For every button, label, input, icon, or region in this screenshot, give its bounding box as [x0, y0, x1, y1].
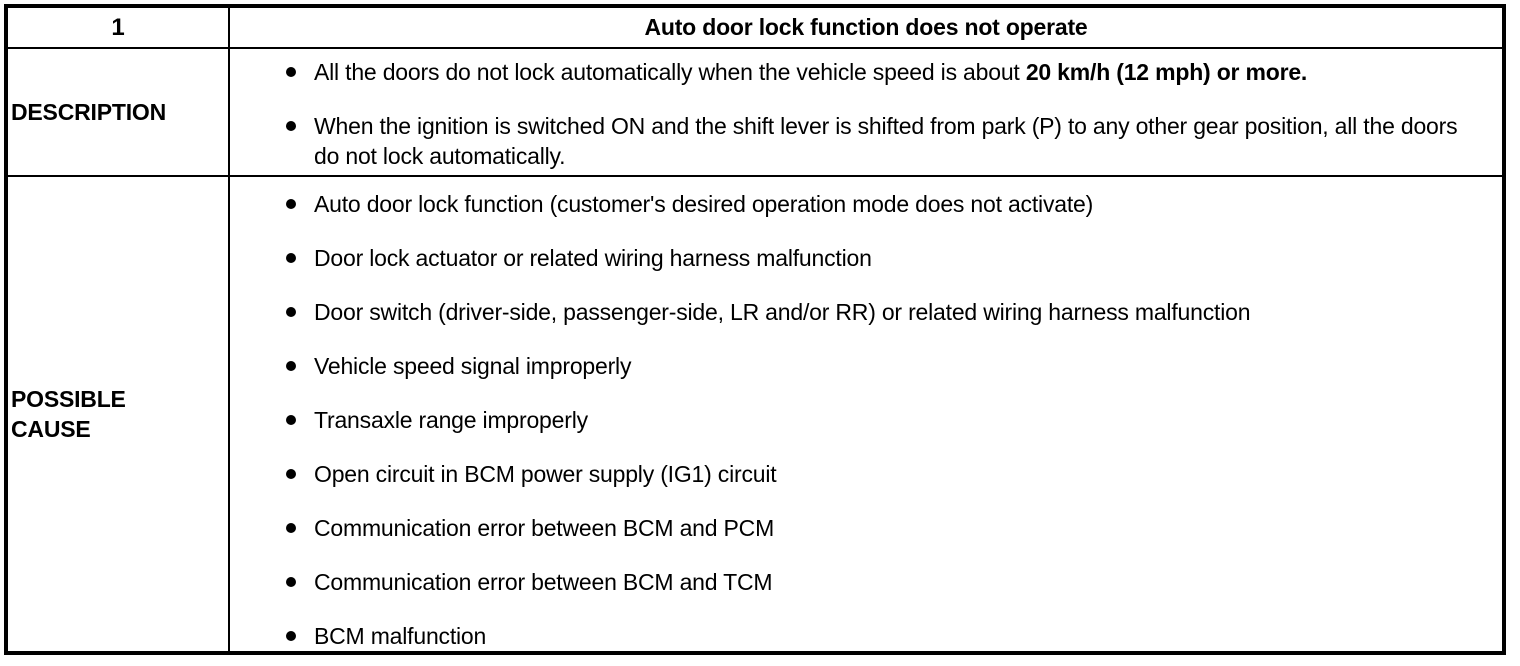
list-item: When the ignition is switched ON and the…	[286, 111, 1488, 171]
possible-cause-content-cell: Auto door lock function (customer's desi…	[230, 177, 1502, 651]
description-item-bold-text: 20 km/h (12 mph) or more.	[1025, 59, 1308, 85]
description-list: All the doors do not lock automatically …	[230, 57, 1488, 171]
issue-title-cell: Auto door lock function does not operate	[230, 8, 1502, 49]
bullet-icon	[286, 631, 296, 641]
list-item: Door lock actuator or related wiring har…	[286, 243, 1488, 273]
description-item-text: When the ignition is switched ON and the…	[314, 113, 1458, 169]
troubleshooting-table: 1 Auto door lock function does not opera…	[4, 4, 1506, 655]
cause-item-text: Door lock actuator or related wiring har…	[314, 245, 872, 271]
issue-number: 1	[111, 13, 125, 41]
bullet-icon	[286, 253, 296, 263]
bullet-icon	[286, 577, 296, 587]
cause-item-text: Communication error between BCM and PCM	[314, 515, 775, 541]
bullet-icon	[286, 469, 296, 479]
description-label-cell: DESCRIPTION	[8, 49, 230, 177]
cause-item-text: Communication error between BCM and TCM	[314, 569, 773, 595]
cause-item-text: Open circuit in BCM power supply (IG1) c…	[314, 461, 777, 487]
bullet-icon	[286, 199, 296, 209]
list-item: Communication error between BCM and PCM	[286, 513, 1488, 543]
cause-item-text: Auto door lock function (customer's desi…	[314, 191, 1094, 217]
cause-item-text: Transaxle range improperly	[314, 407, 588, 433]
bullet-icon	[286, 307, 296, 317]
possible-cause-label-cell: POSSIBLE CAUSE	[8, 177, 230, 651]
bullet-icon	[286, 361, 296, 371]
cause-item-text: Door switch (driver-side, passenger-side…	[314, 299, 1251, 325]
bullet-icon	[286, 523, 296, 533]
issue-number-cell: 1	[8, 8, 230, 49]
list-item: BCM malfunction	[286, 621, 1488, 651]
possible-cause-list: Auto door lock function (customer's desi…	[230, 189, 1488, 651]
cause-item-text: Vehicle speed signal improperly	[314, 353, 632, 379]
list-item: Transaxle range improperly	[286, 405, 1488, 435]
possible-cause-label-line2: CAUSE	[11, 416, 91, 442]
description-content-cell: All the doors do not lock automatically …	[230, 49, 1502, 177]
issue-title: Auto door lock function does not operate	[644, 14, 1088, 40]
cause-item-text: BCM malfunction	[314, 623, 487, 649]
list-item: Open circuit in BCM power supply (IG1) c…	[286, 459, 1488, 489]
list-item: All the doors do not lock automatically …	[286, 57, 1488, 87]
bullet-icon	[286, 415, 296, 425]
bullet-icon	[286, 67, 296, 77]
list-item: Vehicle speed signal improperly	[286, 351, 1488, 381]
bullet-icon	[286, 121, 296, 131]
list-item: Auto door lock function (customer's desi…	[286, 189, 1488, 219]
list-item: Communication error between BCM and TCM	[286, 567, 1488, 597]
possible-cause-label-line1: POSSIBLE	[11, 386, 126, 412]
description-item-text: All the doors do not lock automatically …	[314, 59, 1026, 85]
description-label: DESCRIPTION	[11, 99, 166, 125]
list-item: Door switch (driver-side, passenger-side…	[286, 297, 1488, 327]
